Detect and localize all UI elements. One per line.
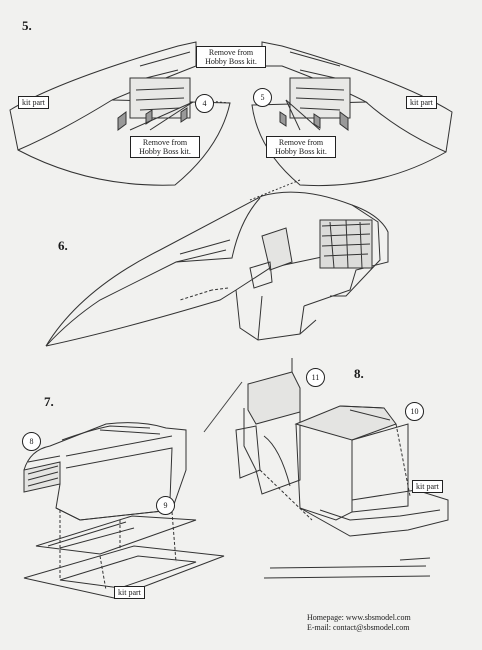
remove-label-top: Remove from Hobby Boss kit. [196, 46, 266, 68]
callout-10: 10 [405, 402, 424, 421]
footer-homepage: Homepage: www.sbsmodel.com [307, 613, 411, 622]
step-5-number: 5. [22, 18, 32, 33]
step8-assembly [203, 358, 449, 579]
kit-part-label-left: kit part [18, 96, 49, 109]
step-7-number: 7. [44, 394, 54, 409]
callout-8: 8 [22, 432, 41, 451]
kit-part-label-right: kit part [406, 96, 437, 109]
footer-contact: Homepage: www.sbsmodel.com E-mail: conta… [307, 613, 411, 633]
step7-assembly [23, 422, 225, 599]
remove-label-left: Remove from Hobby Boss kit. [130, 136, 200, 158]
footer-email: E-mail: contact@sbsmodel.com [307, 623, 410, 632]
step5-right-canopy [251, 41, 453, 187]
callout-4: 4 [195, 94, 214, 113]
remove-label-right: Remove from Hobby Boss kit. [266, 136, 336, 158]
step6-assembly [45, 179, 389, 347]
step-6-number: 6. [58, 238, 68, 253]
kit-part-label-step8: kit part [412, 480, 443, 493]
step5-left-canopy [9, 41, 231, 186]
callout-5: 5 [253, 88, 272, 107]
callout-9: 9 [156, 496, 175, 515]
callout-11: 11 [306, 368, 325, 387]
kit-part-label-step7: kit part [114, 586, 145, 599]
step-8-number: 8. [354, 366, 364, 381]
